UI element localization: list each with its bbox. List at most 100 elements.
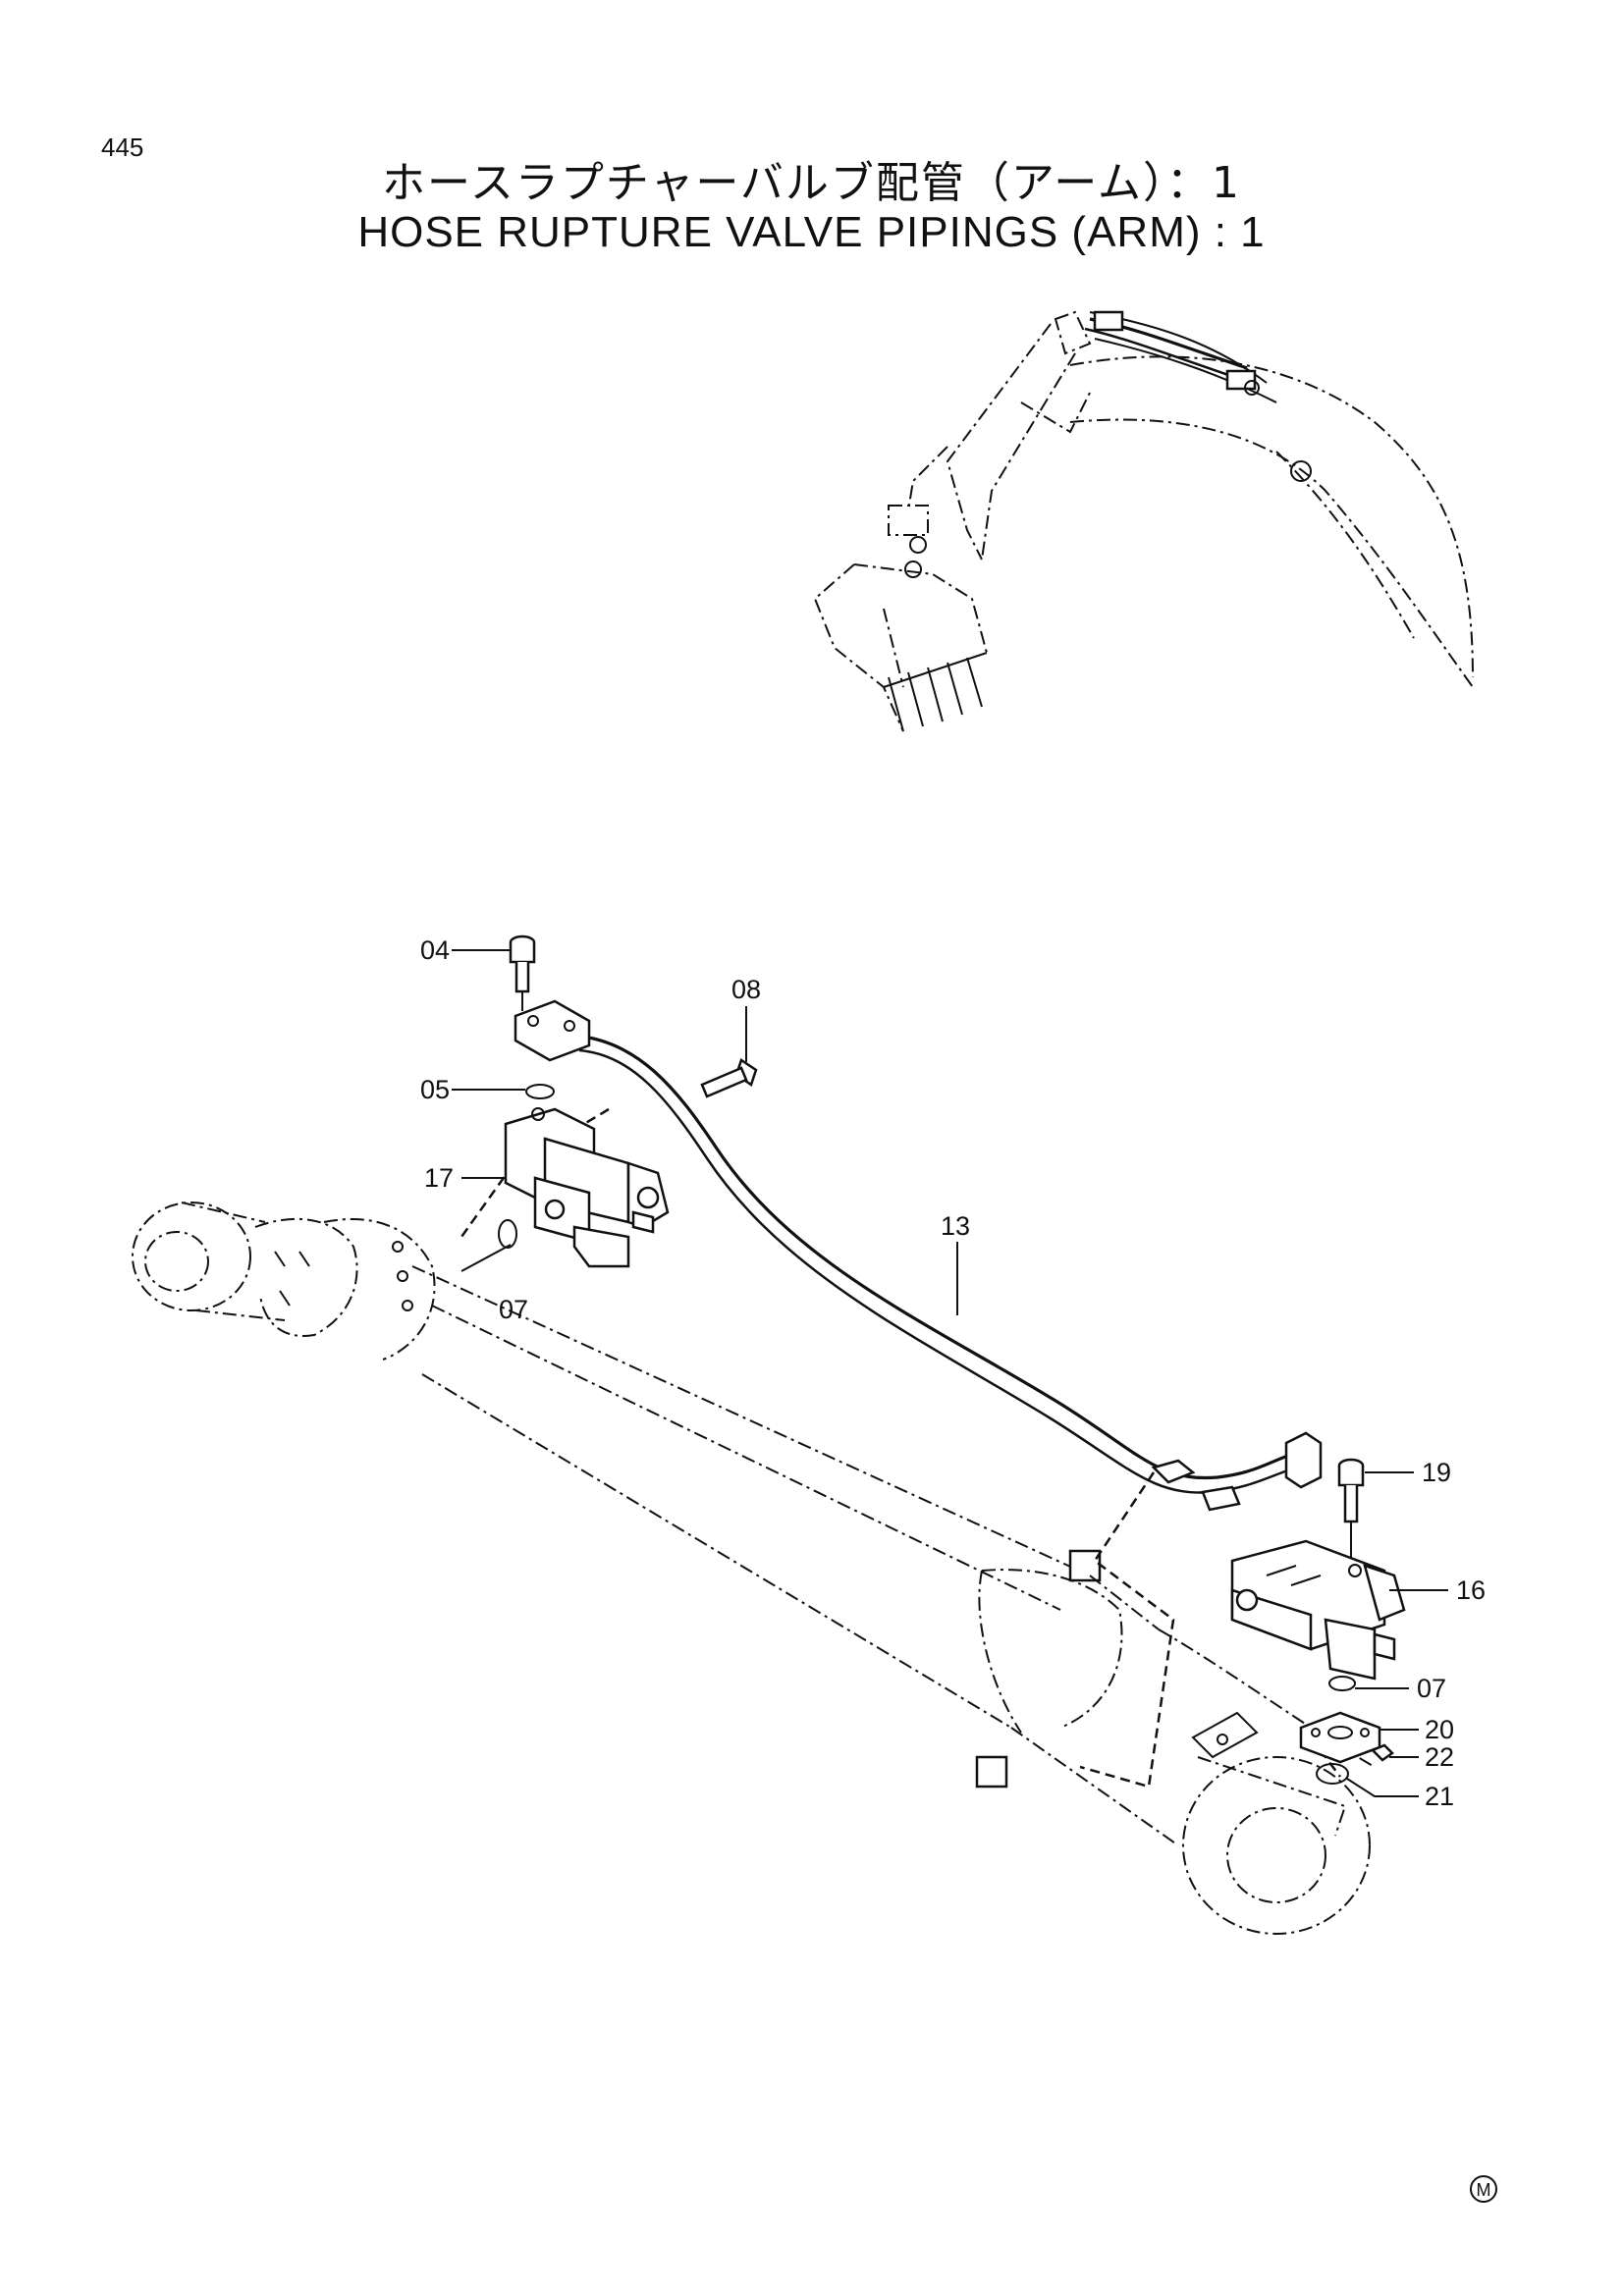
rod-eye-outer <box>132 1201 251 1311</box>
pipe-flange-left <box>514 999 591 1062</box>
gland-rear <box>323 1218 436 1361</box>
pipe-13-inner <box>578 1048 1297 1494</box>
pipe-flange-right <box>1284 1431 1323 1489</box>
valve17-lower <box>572 1225 630 1268</box>
flange-20-bore <box>1327 1726 1353 1739</box>
bolt-08 <box>700 1058 758 1098</box>
flange-20 <box>1299 1711 1381 1764</box>
head-eye-outer <box>1182 1756 1371 1935</box>
callout-19: 19 <box>1422 1458 1451 1487</box>
barrel-highlight <box>431 1305 1061 1611</box>
valve16-lower-block <box>1324 1618 1377 1681</box>
flange-20-hole-2 <box>1360 1728 1370 1737</box>
bolt-04-shank <box>514 962 530 993</box>
arm-web <box>1020 392 1091 434</box>
valve17-flange-port <box>544 1199 566 1220</box>
mark-circle <box>1470 2175 1497 2203</box>
barrel-top-edge <box>411 1265 1091 1576</box>
flange-left-hole-1 <box>527 1015 539 1027</box>
pipe-route-hidden <box>1079 1471 1175 1789</box>
page-number: 445 <box>101 133 144 162</box>
boom-upper-edge <box>1069 355 1474 678</box>
bolt-08-shank <box>700 1066 748 1098</box>
callout-22: 22 <box>1425 1742 1454 1772</box>
callout-05: 05 <box>420 1075 450 1104</box>
inset-valve-left <box>1093 310 1124 332</box>
arm-cylinder <box>132 1107 1376 1935</box>
valve17-top-hole <box>531 1107 545 1121</box>
barrel-rear-edges <box>1010 1575 1179 1846</box>
callout-21: 21 <box>1425 1782 1454 1811</box>
pipe-13 <box>514 999 1323 1512</box>
bucket-link-pin-1 <box>909 536 927 554</box>
valve17-cap-port <box>636 1186 660 1209</box>
bolt-04 <box>509 934 536 1011</box>
plug-22 <box>1370 1743 1394 1762</box>
bucket-side <box>883 608 904 688</box>
diagram-title-japanese: ホースラプチャーバルブ配管（アーム）：1 <box>382 158 1241 208</box>
bucket-back <box>813 563 904 732</box>
clamp-bolt-bottom <box>975 1755 1008 1789</box>
arm-rear-edge <box>981 352 1076 561</box>
callout-17: 17 <box>424 1163 454 1193</box>
bolt-19-head-side <box>1337 1466 1365 1487</box>
flange-left-hole-2 <box>564 1020 575 1032</box>
bucket-teeth <box>888 657 983 732</box>
callout-07-left: 07 <box>499 1295 528 1324</box>
head-flange-edge <box>1197 1756 1347 1837</box>
o-ring-05 <box>525 1084 555 1099</box>
hose-rupture-valve-16 <box>1230 1539 1406 1681</box>
boom-pin <box>1290 460 1312 482</box>
o-ring-07-right <box>1328 1676 1356 1691</box>
o-ring-21 <box>1316 1763 1349 1785</box>
callout-20: 20 <box>1425 1715 1454 1744</box>
barrel-bottom-edge <box>421 1373 1012 1729</box>
bucket-link <box>888 505 929 536</box>
bucket-top <box>853 563 988 654</box>
callout-08: 08 <box>731 975 761 1004</box>
o-ring-07-left <box>498 1219 517 1249</box>
gland-bolt-3 <box>392 1241 404 1253</box>
arm-top-bracket <box>1054 310 1092 355</box>
arm-overview-inset <box>813 310 1474 732</box>
boom-lower-edge <box>1069 418 1474 688</box>
valve16-fitting <box>1373 1632 1396 1661</box>
pipe-clamp <box>1151 1459 1196 1484</box>
arm-hose-3 <box>1094 338 1277 403</box>
valve16-top-hole <box>1348 1564 1362 1577</box>
hose-rupture-valve-17 <box>504 1107 670 1268</box>
pipe-clamp-bolt <box>1201 1485 1241 1512</box>
head-eye-bore <box>1226 1807 1326 1903</box>
valve16-side-port <box>1235 1588 1259 1612</box>
gland-bolts <box>274 1251 310 1307</box>
arm-cylinder-rod <box>1084 327 1238 380</box>
bucket-cylinder <box>907 446 948 511</box>
leader-21 <box>1346 1778 1419 1797</box>
mark-letter: M <box>1477 2180 1491 2200</box>
bucket-link-pin-2 <box>904 561 922 578</box>
bucket-lip <box>883 652 988 688</box>
flange-20-hole-1 <box>1311 1728 1321 1737</box>
bolt-19-shank <box>1343 1485 1359 1523</box>
gland-bolt-1 <box>397 1270 408 1282</box>
arm-front-edge <box>946 323 1052 561</box>
pipe-13-outer <box>573 1034 1297 1480</box>
valve17-fitting <box>631 1210 655 1234</box>
callout-07-right: 07 <box>1417 1674 1446 1703</box>
gland-bolt-2 <box>402 1300 413 1311</box>
rod-eye-neck <box>181 1201 286 1321</box>
rod-eye-bore <box>144 1231 209 1292</box>
gland-front <box>254 1217 358 1337</box>
leader-07-left <box>460 1244 512 1272</box>
inset-valve-right <box>1225 369 1257 391</box>
clamp-band-inner <box>978 1570 1022 1734</box>
head-port <box>1217 1734 1228 1745</box>
callout-16: 16 <box>1456 1575 1486 1605</box>
boom-inner-edge <box>1275 451 1415 639</box>
valve16-end-cap <box>1363 1564 1406 1622</box>
diagram-title-english: HOSE RUPTURE VALVE PIPINGS (ARM) : 1 <box>357 208 1266 256</box>
valve16-details <box>1266 1565 1322 1586</box>
clamp-bolt-top <box>1068 1549 1102 1582</box>
